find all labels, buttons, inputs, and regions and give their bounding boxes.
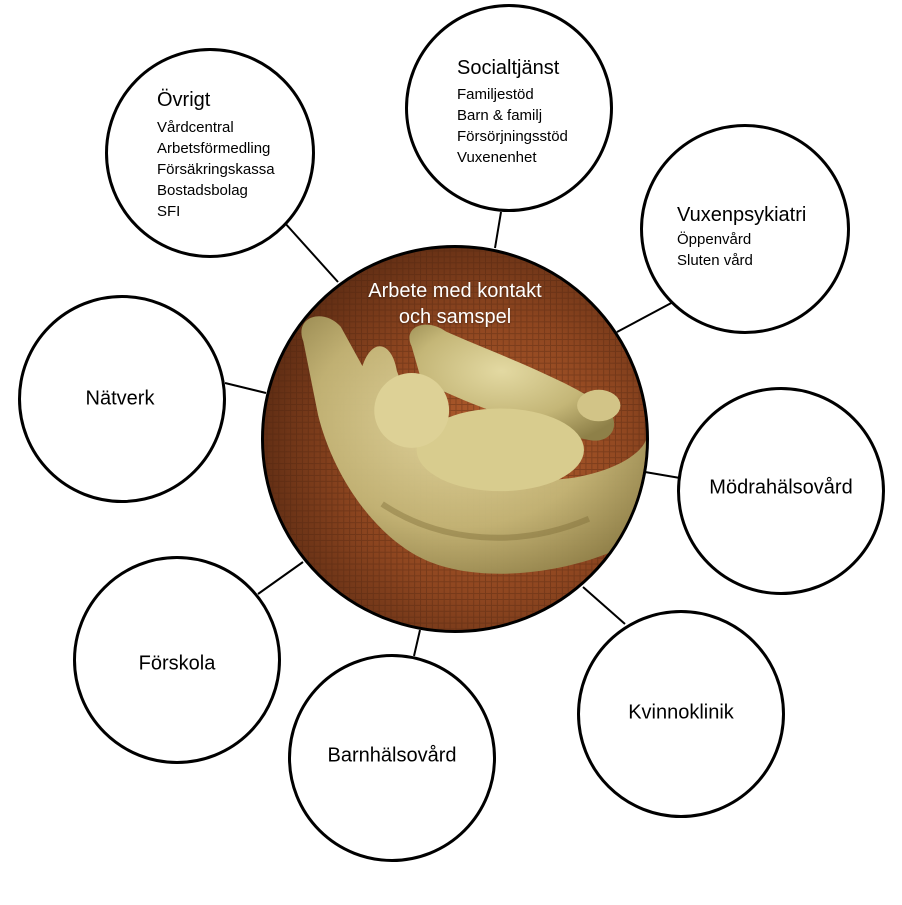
list-item: Försörjningsstöd — [457, 128, 568, 145]
list-item: Arbetsförmedling — [157, 140, 271, 157]
connector-modrahalsovard — [644, 471, 681, 479]
center-title: Arbete med kontakt och samspel — [264, 278, 646, 330]
node-kvinnoklinik: Kvinnoklinik — [577, 610, 785, 818]
node-forskola-title: Förskola — [138, 652, 216, 675]
node-socialtjanst-list: Familjestöd Barn & familj Försörjningsst… — [457, 84, 568, 168]
connector-natverk — [224, 382, 267, 394]
list-item: Sluten vård — [677, 252, 753, 269]
node-kvinnoklinik-title: Kvinnoklinik — [628, 701, 734, 724]
list-item: SFI — [157, 203, 181, 220]
list-item: Barn & familj — [457, 107, 543, 124]
connector-socialtjanst — [494, 211, 502, 249]
node-modrahalsovard-title: Mödrahälsovård — [709, 476, 853, 499]
connector-barnhalsovard — [413, 629, 421, 657]
node-socialtjanst-title: Socialtjänst — [457, 57, 560, 79]
center-photo-circle: Arbete med kontakt och samspel — [261, 245, 649, 633]
center-title-line-1: Arbete med kontakt — [368, 280, 542, 302]
list-item: Vårdcentral — [157, 119, 234, 136]
node-vuxenpsykiatri-title: Vuxenpsykiatri — [677, 204, 807, 226]
list-item: Familjestöd — [457, 86, 534, 103]
node-socialtjanst: Socialtjänst Familjestöd Barn & familj F… — [405, 4, 613, 212]
node-ovrigt: Övrigt Vårdcentral Arbetsförmedling Förs… — [105, 48, 315, 258]
node-vuxenpsykiatri-list: Öppenvård Sluten vård — [677, 229, 753, 271]
node-ovrigt-list: Vårdcentral Arbetsförmedling Försäkrings… — [157, 117, 275, 222]
list-item: Bostadsbolag — [157, 182, 248, 199]
hands-holding-baby-image — [264, 248, 646, 630]
list-item: Öppenvård — [677, 231, 752, 248]
node-forskola: Förskola — [73, 556, 281, 764]
node-barnhalsovard: Barnhälsovård — [288, 654, 496, 862]
node-modrahalsovard: Mödrahälsovård — [677, 387, 885, 595]
node-natverk: Nätverk — [18, 295, 226, 503]
list-item: Försäkringskassa — [157, 161, 275, 178]
node-vuxenpsykiatri: Vuxenpsykiatri Öppenvård Sluten vård — [640, 124, 850, 334]
center-title-line-2: och samspel — [398, 306, 512, 328]
list-item: Vuxenenhet — [457, 149, 537, 166]
node-ovrigt-title: Övrigt — [157, 89, 211, 111]
node-natverk-title: Nätverk — [85, 387, 155, 410]
node-barnhalsovard-title: Barnhälsovård — [327, 744, 457, 767]
